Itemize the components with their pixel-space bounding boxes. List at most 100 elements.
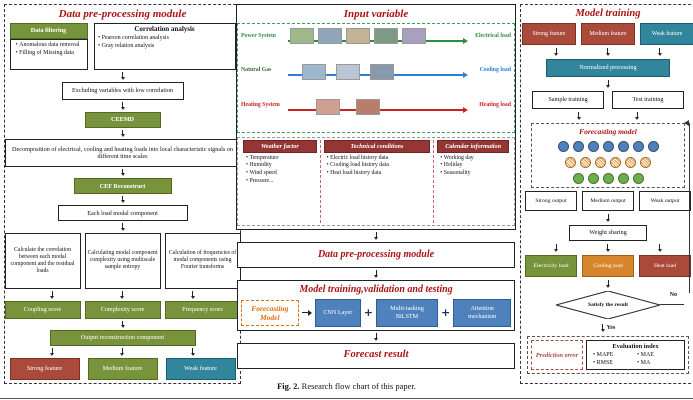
decision-diamond: Satisfy the result No [554,290,684,320]
bullet-item: MAPE [593,351,637,359]
no-label: No [669,292,677,299]
photo-thumbnail [370,64,394,81]
frequency-branch-box: Calculation of frequencies of modal comp… [164,232,241,289]
evaluation-index-box: Evaluation index MAPE MAE RMSE MA [586,340,685,371]
weather-factor-header: Weather factor [243,139,317,153]
bullet-item: Anomalous data removal [16,41,79,49]
data-filtering-group: Data filtering Anomalous data removal Fi… [9,22,88,71]
arrow-down [576,112,581,121]
cnn-layer-box: CNN Layer [314,298,361,327]
arrow-down [374,270,378,278]
arrow-down [120,320,125,329]
cooling-load-label: Cooling load [479,67,511,74]
feature-row: Strong feature Medium feature Weak featu… [9,358,236,380]
forecast-result-box: Forecast result [237,342,515,369]
arrow-row [17,290,228,299]
preprocessing-stage-box: Data pre-processing module [237,242,515,268]
arrow-down [120,223,125,231]
arrow-down [190,290,195,299]
cooling-flow-row: Natural Gas Cooling load [240,60,512,95]
bullet-item: Humidity [246,162,317,170]
arrow-down [554,48,559,57]
frequency-score-box: Frequency score [164,300,241,319]
complexity-score-box: Complexity score [84,300,161,319]
medium-feature-box: Medium feature [581,23,635,46]
forecasting-model-box: Forecasting model [531,123,685,189]
cef-reconstruct-box: CEF Reconstruct [73,178,172,195]
photo-thumbnail [374,27,398,44]
medium-feature-box: Medium feature [87,358,158,380]
heating-flow-row: Heating System Heating load [240,95,512,130]
yes-label: Yes [606,324,616,331]
output-row: Strong output Medium output Weak output [525,191,691,212]
strong-feature-box: Strong feature [522,23,576,46]
arrow-down [606,214,610,223]
bullet-item: Pressure... [246,178,317,186]
heating-system-label: Heating System [241,101,280,108]
arrow-down [600,323,605,332]
each-load-box: Each load modal component [57,205,188,222]
score-row: Coupling score Complexity score Frequenc… [4,300,241,319]
middle-column: Input variable Power System Electrical l… [236,4,516,369]
input-variable-title: Input variable [343,8,409,20]
arrow-down [657,48,662,57]
cooling-load-box: Cooling load [582,255,634,278]
arrow-down [120,196,125,204]
bullet-item: Cooling load history data [327,162,431,170]
natural-gas-label: Natural Gas [241,67,272,74]
attention-mechanism-box: Attention mechanism [453,298,512,327]
electrical-load-label: Electrical load [475,32,511,39]
panel-title: Model training [575,8,641,19]
training-stage-title: Model training,validation and testing [299,284,453,295]
input-factors: Weather factor Temperature Humidity Wind… [237,136,515,226]
prediction-error-box: Prediction error [531,340,583,371]
photo-thumbnail [346,27,370,44]
correlation-analysis-box: Correlation analysis Pearson correlation… [93,22,236,71]
bullet-item: MAE [637,351,681,359]
electric-flow-row: Power System Electrical load [240,26,512,61]
panel-title: Data pre-processing module [58,8,187,20]
plus-sign: + [363,306,373,319]
training-split-row: Sample training Test training [532,91,684,110]
arrow-down [120,102,125,110]
technical-conditions-column: Technical conditions Electric load histo… [319,139,434,223]
photo-thumbnail [402,27,426,44]
bullet-item: Working day [440,155,509,163]
arrow-down [605,48,610,57]
forecasting-model-title: Forecasting model [579,127,637,137]
bullet-item: Pearson correlation analysis [98,34,234,42]
no-feedback-arrowhead [684,120,689,126]
bullet-item: Heat load history data [327,170,431,178]
decision-label: Satisfy the result [588,302,628,309]
arrow-right [301,309,312,316]
weak-output-box: Weak output [639,191,691,212]
arrow-down [554,244,559,253]
neural-network-layer-input [557,141,659,153]
page-rule [0,397,693,399]
photo-thumbnail [302,64,326,81]
arrow-down [657,244,662,253]
photo-thumbnail [356,98,380,115]
arrow-row [531,244,686,253]
caption-text: Research flow chart of this paper. [299,381,416,391]
evaluation-index-title: Evaluation index [612,343,659,351]
complexity-branch-box: Calculating modal component complexity u… [84,232,161,289]
arrow-down [120,168,125,177]
technical-conditions-header: Technical conditions [323,139,431,153]
model-training-panel: Model training Strong feature Medium fea… [520,4,693,384]
arrow-down [374,332,378,341]
forecast-result-title: Forecast result [343,349,409,361]
no-feedback-line [689,123,690,293]
calendar-information-header: Calendar information [437,139,509,153]
bullet-item: Gray relation analysis [98,42,234,50]
preprocessing-stage-title: Data pre-processing module [317,249,435,261]
arrow-down [120,72,125,80]
decomposition-box: Decomposition of electrical, cooling and… [5,139,240,167]
photo-thumbnail [336,64,360,81]
arrow-row [531,48,686,57]
model-composition-row: Forecasting Model CNN Layer + Multi-task… [240,298,512,327]
arrow-down [605,244,610,253]
output-reconstruction-box: Output reconstruction component [49,330,196,346]
strong-output-box: Strong output [525,191,577,212]
yes-branch: Yes [600,322,616,333]
